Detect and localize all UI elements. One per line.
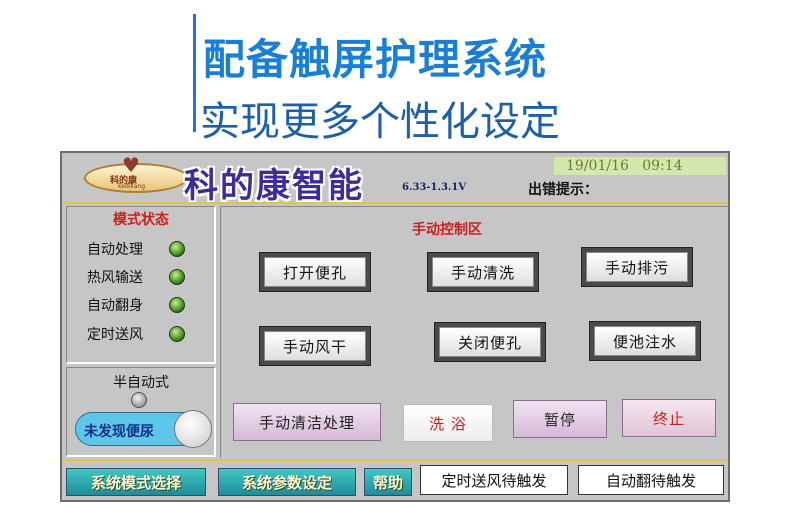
button-face: 打开便孔: [264, 257, 366, 287]
hero-accent-bar: [193, 14, 196, 132]
toggle-label: 未发现便尿: [84, 424, 154, 440]
mode-row-hot-air: 热风输送: [87, 267, 185, 287]
version-label: 6.33-1.3.1V: [402, 182, 467, 193]
hero-title: 配备触屏护理系统: [203, 35, 548, 84]
status-led-icon: [169, 326, 185, 342]
mode-row-auto-process: 自动处理: [87, 239, 185, 259]
mode-label: 热风输送: [87, 270, 143, 286]
top-divider: [62, 202, 728, 204]
heart-icon: ♥: [122, 153, 140, 177]
pause-button[interactable]: 暂停: [513, 400, 607, 438]
mode-label: 定时送风: [87, 327, 143, 343]
timed-air-trigger-button[interactable]: 定时送风待触发: [420, 465, 568, 495]
mode-status-box: 模式状态 自动处理 热风输送 自动翻身 定时送风: [66, 206, 216, 364]
mode-label: 自动翻身: [87, 298, 143, 314]
brand-title: 科的康智能: [184, 166, 364, 206]
mode-row-timed-air: 定时送风: [87, 324, 185, 344]
manual-clean-process-button[interactable]: 手动清洁处理: [233, 403, 381, 441]
control-panel: ♥ 科的康 kedikang 科的康智能 6.33-1.3.1V 19/01/1…: [60, 151, 730, 502]
status-led-icon: [169, 269, 185, 285]
urine-detect-toggle[interactable]: 未发现便尿: [75, 410, 212, 448]
mode-label: 自动处理: [87, 242, 143, 258]
button-face: 手动清洗: [432, 257, 534, 287]
semi-auto-box: 半自动式 未发现便尿: [66, 367, 216, 457]
logo-text: 科的康: [110, 176, 138, 186]
manual-control-title: 手动控制区: [412, 222, 482, 238]
hero-subtitle: 实现更多个性化设定: [200, 99, 560, 145]
status-led-icon: [169, 241, 185, 257]
stop-button[interactable]: 终止: [622, 399, 716, 437]
manual-control-area: 手动控制区 打开便孔 手动清洗 手动排污 手动风干 关闭便孔 便池注水 手动清洁…: [220, 206, 728, 458]
manual-drain-button[interactable]: 手动排污: [581, 247, 693, 287]
semi-auto-title: 半自动式: [113, 375, 169, 391]
manual-wash-button[interactable]: 手动清洗: [427, 252, 539, 292]
bottom-divider: [62, 459, 728, 461]
mode-status-title: 模式状态: [113, 212, 169, 228]
button-face: 手动风干: [264, 331, 366, 361]
datetime-display: 19/01/16 09:14: [554, 157, 726, 175]
manual-dry-button[interactable]: 手动风干: [259, 326, 371, 366]
system-param-settings-button[interactable]: 系统参数设定: [218, 468, 356, 496]
logo-subtext: kedikang: [118, 183, 146, 190]
fill-basin-button[interactable]: 便池注水: [589, 321, 701, 361]
close-hole-button[interactable]: 关闭便孔: [434, 322, 546, 362]
button-face: 手动排污: [586, 252, 688, 282]
help-button[interactable]: 帮助: [364, 468, 412, 496]
button-face: 关闭便孔: [439, 327, 541, 357]
logo-oval: [84, 163, 188, 193]
brand-logo: ♥ 科的康 kedikang: [84, 155, 194, 195]
mode-row-auto-turn: 自动翻身: [87, 295, 185, 315]
bath-button[interactable]: 洗 浴: [403, 404, 493, 442]
status-led-icon: [169, 297, 185, 313]
button-face: 便池注水: [594, 326, 696, 356]
open-hole-button[interactable]: 打开便孔: [259, 252, 371, 292]
toggle-knob[interactable]: [174, 410, 212, 448]
auto-turn-trigger-button[interactable]: 自动翻待触发: [578, 465, 724, 495]
semi-auto-indicator-icon: [131, 392, 147, 408]
system-mode-select-button[interactable]: 系统模式选择: [66, 468, 206, 496]
error-prompt-label: 出错提示：: [528, 182, 598, 198]
